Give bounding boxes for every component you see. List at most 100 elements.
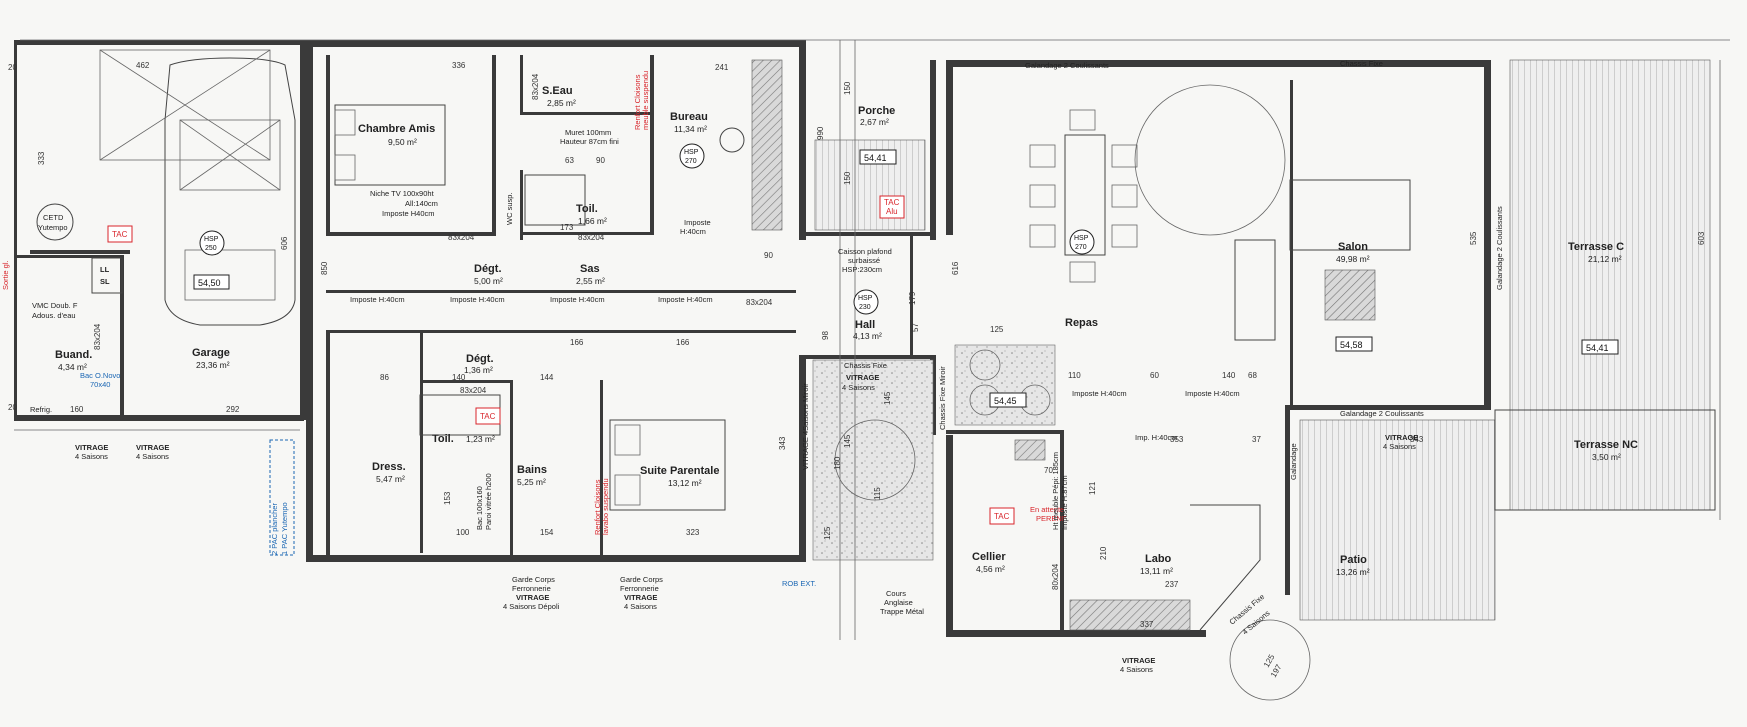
patio-level: 54,45 [994, 396, 1017, 406]
terrasse-nc-name: Terrasse NC [1574, 439, 1638, 451]
patio-name: Patio [1340, 554, 1367, 566]
dimension-d83x204_d: 83x204 [746, 298, 773, 307]
garage-area: 23,36 m² [196, 360, 230, 370]
toilettes2-name: Toil. [432, 433, 454, 445]
dimension-d86: 86 [380, 373, 389, 382]
labo-name: Labo [1145, 553, 1172, 565]
dimension-d237: 237 [1165, 580, 1179, 589]
hall-hsp-label: HSP [858, 295, 873, 302]
labo-counter [1069, 599, 1191, 631]
dimension-d83x204_f: 83x204 [531, 73, 540, 100]
patio-level-box [989, 392, 1027, 408]
tac-garage-box [107, 225, 133, 243]
bureau-h40: H:40cm [680, 227, 706, 236]
dimension-d98: 98 [821, 331, 830, 340]
dimension-d115: 115 [873, 487, 882, 500]
dining-table [1029, 109, 1138, 283]
dimension-d125b: 125 [823, 526, 832, 540]
terrasse-c-deck [1509, 59, 1711, 511]
tac-toil2-box [475, 407, 501, 425]
garde-corps-1c: VITRAGE [516, 593, 549, 602]
dimension-d90b: 90 [764, 251, 773, 260]
labo-area: 13,11 m² [1140, 566, 1173, 576]
repas-name: Repas [1065, 317, 1098, 329]
bureau-imposte: Imposte [684, 218, 711, 227]
vmc-label: VMC Doub. F [32, 301, 78, 310]
garde-corps-1a: Garde Corps [512, 575, 555, 584]
vitrage-garage-2b: 4 Saisons [136, 452, 169, 461]
dimension-d336: 336 [452, 61, 466, 70]
salle-eau-area: 2,85 m² [547, 98, 576, 108]
dimension-d154: 154 [540, 528, 554, 537]
trees [834, 349, 1311, 701]
hall-name: Hall [855, 319, 875, 331]
tac-cellier-label: TAC [994, 512, 1010, 521]
garde-corps-2d: 4 Saisons [624, 602, 657, 611]
repas-hsp-value: 270 [1075, 244, 1087, 251]
en-attente-label: En attente [1030, 505, 1064, 514]
imposte-h40-3: Imposte H:40cm [550, 295, 605, 304]
cellier-hatch [1014, 439, 1046, 461]
toilettes1-name: Toil. [576, 203, 598, 215]
dimension-d323: 323 [686, 528, 700, 537]
porche-name: Porche [858, 105, 895, 117]
garage-cross [99, 49, 271, 161]
terrasse-c-name: Terrasse C [1568, 241, 1624, 253]
porche-area: 2,67 m² [860, 117, 889, 127]
sl-label: SL [100, 277, 110, 286]
bains-area: 5,25 m² [517, 477, 546, 487]
dimension-d145b: 145 [883, 391, 892, 405]
dimension-d145a: 145 [843, 434, 852, 448]
vitrage-hall-2: 4 Saisons [842, 383, 875, 392]
round-rug [1134, 84, 1286, 236]
galandage-vert: Galandage [1289, 443, 1298, 480]
galandage-top: Galandage 2 Coulissants [1025, 61, 1109, 70]
chassis-fixe-hall: Chassis Fixe [844, 361, 887, 370]
dimension-d150b: 150 [843, 171, 852, 185]
terrasse-c-level: 54,41 [1586, 343, 1609, 353]
dimension-d990: 990 [816, 126, 825, 140]
tac-porche-label: TAC [884, 198, 900, 207]
garage-hsp-marker [199, 230, 225, 256]
sortie-gl-label: Sortie gl. [1, 260, 10, 290]
patio-area: 13,26 m² [1336, 567, 1370, 577]
dimension-d153: 153 [443, 491, 452, 505]
bac-100-label: Bac 100x160 [475, 486, 484, 530]
dimension-d90a: 90 [596, 156, 605, 165]
dimension-d606: 606 [280, 236, 289, 250]
tac-porche-box [879, 195, 905, 219]
patio-deck [1299, 419, 1496, 621]
garde-corps-1b: Ferronnerie [512, 584, 551, 593]
renfort-cloisons-2: meuble suspendu [641, 71, 650, 130]
pac-box [269, 439, 295, 556]
bureau-name: Bureau [670, 111, 708, 123]
terrasse-c-level-box [1581, 339, 1619, 355]
perene-label: PERENE [1036, 514, 1067, 523]
pac-line-1: 2 PAC plancher [270, 503, 279, 555]
cours-1: Cours [886, 589, 906, 598]
dimension-d63: 63 [565, 156, 574, 165]
sas-name: Sas [580, 263, 600, 275]
dimension-d70: 70 [1044, 466, 1053, 475]
dimension-d140b: 140 [1222, 371, 1236, 380]
dimension-d37: 37 [1252, 435, 1261, 444]
imposte-repas-1: Imposte H:40cm [1072, 389, 1127, 398]
dimension-d83x204_b: 83x204 [448, 233, 475, 242]
dimension-d68: 68 [1248, 371, 1257, 380]
galandage-right: Galandage 2 Coulissants [1495, 206, 1504, 290]
hall-hsp-value: 230 [859, 304, 871, 311]
garage-hsp-label: HSP [204, 236, 219, 243]
bureau-hsp-label: HSP [684, 149, 699, 156]
bed-suite-parentale [609, 419, 726, 511]
alu-label: Alu [886, 207, 898, 216]
vitrage-miroir-label: VITRAGE 4Saisons Miroir [801, 383, 810, 470]
hall-hsp-marker [853, 289, 879, 315]
imp-h40-labo: Imp. H:40cm [1135, 433, 1178, 442]
terrasse-nc-outline [1494, 409, 1716, 511]
kitchen-counter-outline [1190, 504, 1261, 631]
caisson-2: surbaissé [848, 256, 880, 265]
repas-hsp-marker [1069, 229, 1095, 255]
rob-ext-label: ROB EXT. [782, 579, 816, 588]
dimension-d83x204_a: 83x204 [93, 323, 102, 350]
vitrage-right-1: VITRAGE [1385, 433, 1418, 442]
